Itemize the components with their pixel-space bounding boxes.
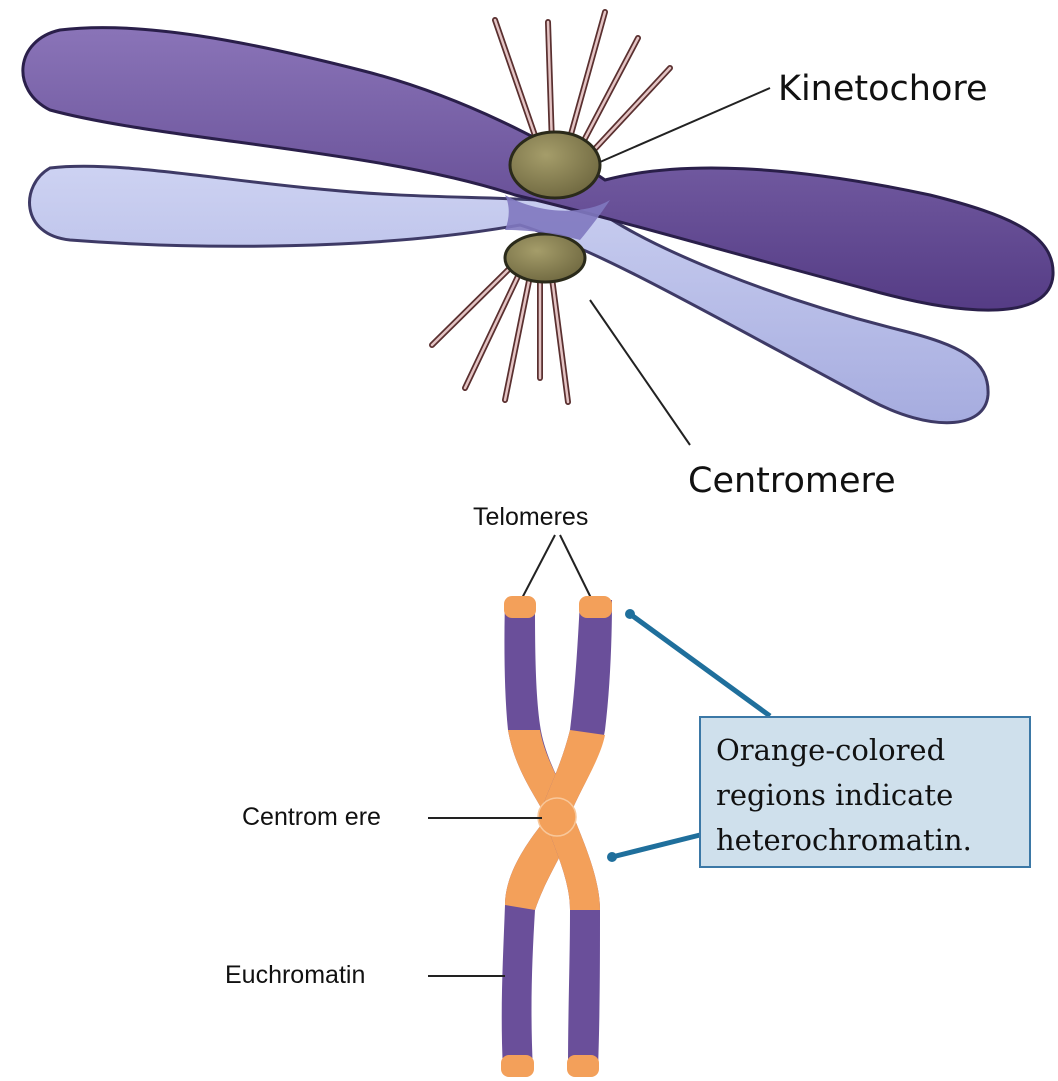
- callout-pointer-top: [630, 614, 770, 716]
- callout-line-3: heterochromatin.: [716, 823, 972, 857]
- callout-line-1: Orange-colored: [716, 733, 945, 767]
- spindle-fibers-bottom: [432, 268, 568, 402]
- kinetochore-upper: [510, 132, 600, 198]
- centromere-label-bottom: Centrom ere: [242, 803, 381, 831]
- telomere-bottom-left: [501, 1055, 534, 1077]
- telomere-leader-left: [520, 535, 555, 602]
- callout-pointer-top-dot: [625, 609, 635, 619]
- telomere-leader-right: [560, 535, 593, 602]
- telomere-top-right: [579, 596, 612, 618]
- centromere-leader-top: [590, 300, 690, 445]
- telomere-bottom-right: [567, 1055, 599, 1077]
- callout-pointer-bottom-dot: [607, 852, 617, 862]
- heterochromatin-callout: Orange-colored regions indicate heteroch…: [607, 609, 1030, 867]
- euchromatin-label: Euchromatin: [225, 961, 365, 989]
- centromere-label-top: Centromere: [688, 461, 896, 501]
- callout-pointer-bottom: [612, 835, 700, 857]
- telomere-top-left: [504, 596, 536, 618]
- callout-line-2: regions indicate: [716, 778, 953, 812]
- centromere-circle: [538, 798, 576, 836]
- telomeres-label: Telomeres: [473, 503, 588, 531]
- kinetochore-lower: [505, 234, 585, 282]
- schematic-chromosome: Telomeres Centrom ere Euchromatin: [225, 503, 612, 1077]
- kinetochore-label: Kinetochore: [778, 69, 988, 109]
- kinetochore-leader: [600, 88, 770, 162]
- mitotic-chromosome-illustration: Kinetochore Centromere: [23, 12, 1053, 501]
